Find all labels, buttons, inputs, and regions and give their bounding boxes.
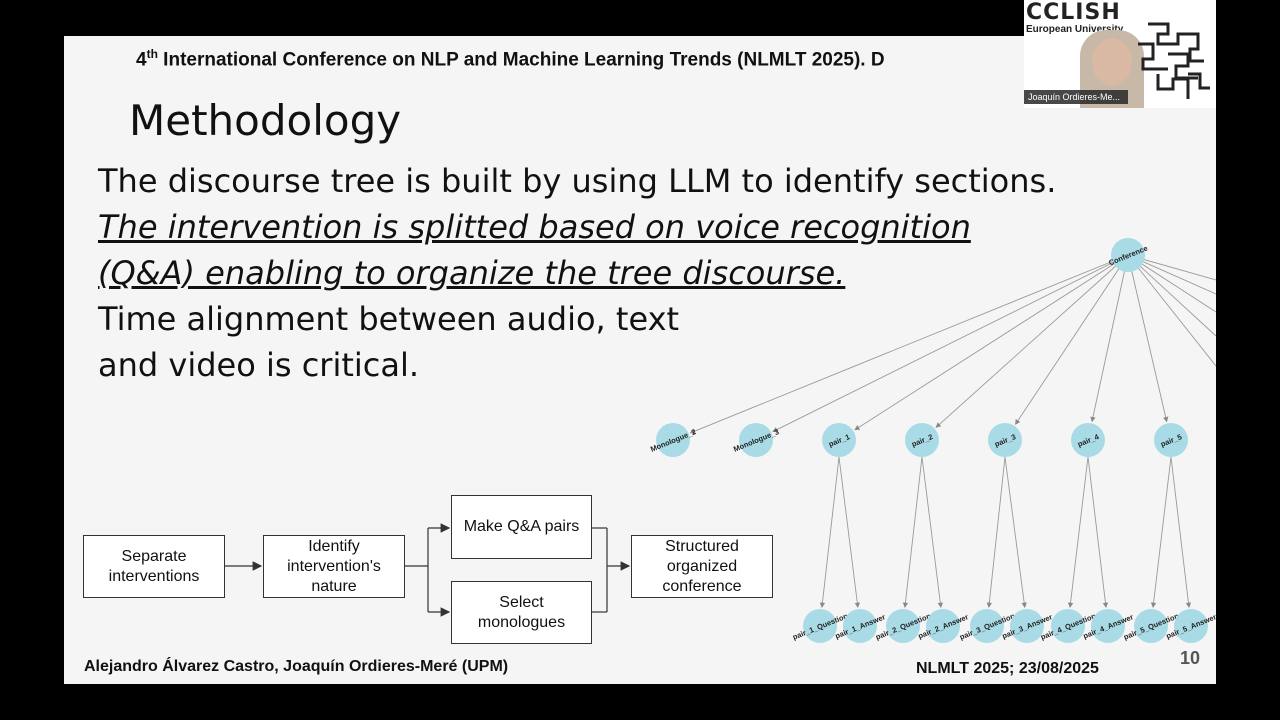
authors-footer: Alejandro Álvarez Castro, Joaquín Ordier… xyxy=(84,658,509,675)
tree-node-level1: pair_4 xyxy=(1071,423,1105,457)
flow-box-structured: Structured organized conference xyxy=(631,535,773,598)
tree-node-level1: pair_2 xyxy=(905,423,939,457)
page-number: 10 xyxy=(1180,648,1201,668)
body-line-2: The intervention is splitted based on vo… xyxy=(98,208,971,246)
tree-node-level1: Monologue_2 xyxy=(649,423,697,457)
body-line-5: and video is critical. xyxy=(98,346,420,384)
tree-node-level1: pair_1 xyxy=(822,423,856,457)
tree-node-level1: pair_3 xyxy=(988,423,1022,457)
flow-box-monologues: Select monologues xyxy=(451,581,592,644)
flow-arrows xyxy=(225,523,631,617)
tree-node-root: Conference xyxy=(1107,238,1149,272)
university-logo: CCLISH xyxy=(1026,0,1121,25)
slide-title: Methodology xyxy=(129,96,402,145)
flow-box-identify: Identify intervention's nature xyxy=(263,535,405,598)
participant-name-tag: Joaquín Ordieres-Me... xyxy=(1024,90,1128,104)
flow-box-qa-pairs: Make Q&A pairs xyxy=(451,495,592,559)
participant-video-tile[interactable]: CCLISH European University Joaquín Ordie… xyxy=(1024,0,1216,108)
decorative-pattern-icon xyxy=(1138,22,1210,99)
tree-node-level1: pair_5 xyxy=(1154,423,1188,457)
tree-node-level1: Monologue_3 xyxy=(732,423,780,457)
body-line-3: (Q&A) enabling to organize the tree disc… xyxy=(98,254,846,292)
conference-header: 4th International Conference on NLP and … xyxy=(136,47,885,71)
flow-box-separate: Separate interventions xyxy=(83,535,225,598)
participant-avatar xyxy=(1092,38,1132,86)
university-name: European University xyxy=(1026,24,1124,35)
date-footer: NLMLT 2025; 23/08/2025 xyxy=(916,660,1099,677)
body-line-4: Time alignment between audio, text xyxy=(98,300,680,338)
body-line-1: The discourse tree is built by using LLM… xyxy=(98,162,1057,200)
presentation-slide: 4th International Conference on NLP and … xyxy=(64,36,1216,684)
